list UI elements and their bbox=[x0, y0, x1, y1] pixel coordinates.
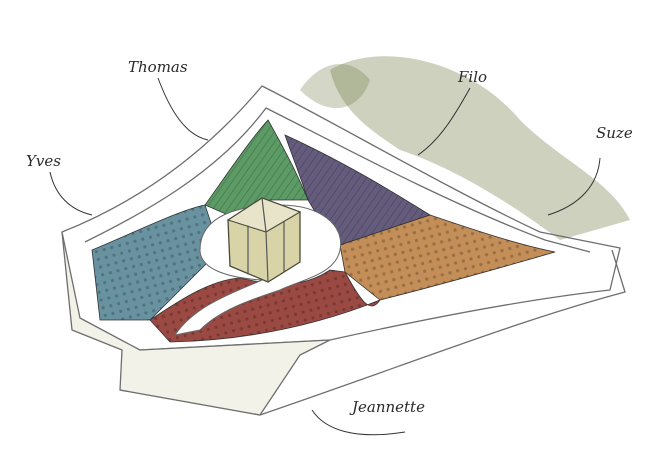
background-foliage bbox=[300, 56, 630, 240]
leader-filo bbox=[417, 87, 471, 156]
leader-yves bbox=[49, 171, 93, 216]
leader-lines bbox=[49, 77, 601, 436]
raised-bed-wall bbox=[61, 85, 626, 416]
label-filo: Filo bbox=[457, 68, 487, 86]
label-jeannette: Jeannette bbox=[349, 398, 425, 416]
leader-suze bbox=[547, 157, 601, 216]
label-thomas: Thomas bbox=[128, 58, 188, 76]
leader-thomas bbox=[157, 77, 209, 141]
leader-jeannette bbox=[311, 409, 406, 436]
label-suze: Suze bbox=[596, 124, 633, 142]
label-yves: Yves bbox=[26, 152, 61, 170]
gazebo bbox=[226, 197, 302, 283]
